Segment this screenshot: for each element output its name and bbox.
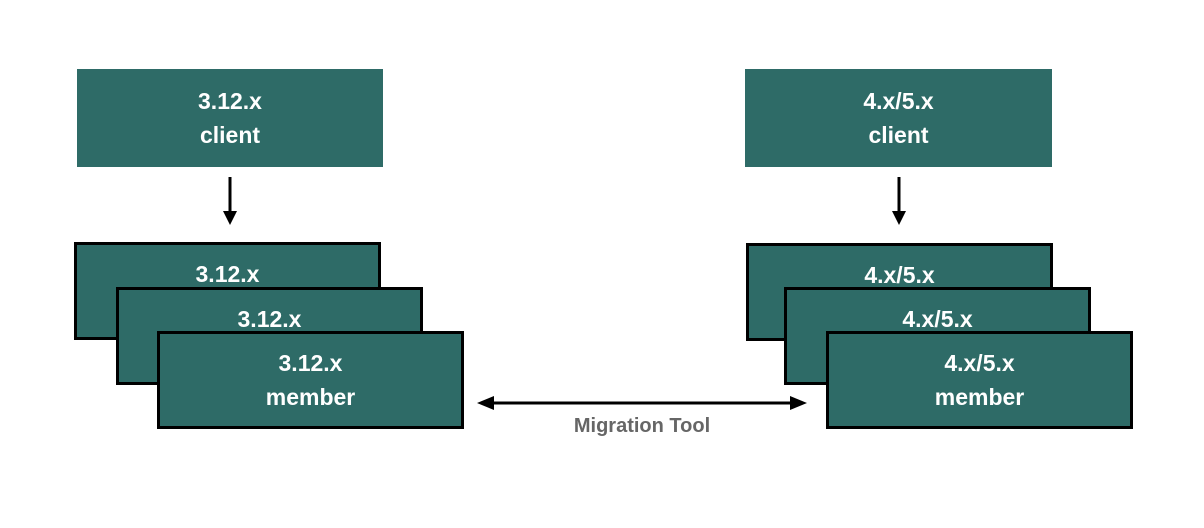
member-version-label: 3.12.x: [195, 261, 260, 287]
client-box-right: 4.x/5.x client: [745, 69, 1052, 167]
member-version-label: 4.x/5.x: [944, 350, 1015, 376]
member-version-label: 3.12.x: [278, 350, 343, 376]
migration-tool-label: Migration Tool: [573, 415, 711, 437]
bidirectional-arrow-icon: [477, 396, 807, 410]
member-version-label: 4.x/5.x: [864, 262, 935, 288]
member-role-label: member: [265, 384, 356, 410]
member-box-right-front: 4.x/5.x member: [826, 331, 1133, 429]
client-box-left: 3.12.x client: [77, 69, 383, 167]
client-role-label: client: [199, 122, 261, 148]
client-version-label: 3.12.x: [198, 88, 262, 114]
member-box-left-front: 3.12.x member: [157, 331, 464, 429]
member-version-label: 4.x/5.x: [902, 306, 973, 332]
member-version-label: 3.12.x: [237, 306, 302, 332]
client-version-label: 4.x/5.x: [863, 88, 934, 114]
down-arrow-left-icon: [223, 177, 237, 225]
client-role-label: client: [868, 122, 929, 148]
down-arrow-right-icon: [892, 177, 906, 225]
member-role-label: member: [934, 384, 1025, 410]
